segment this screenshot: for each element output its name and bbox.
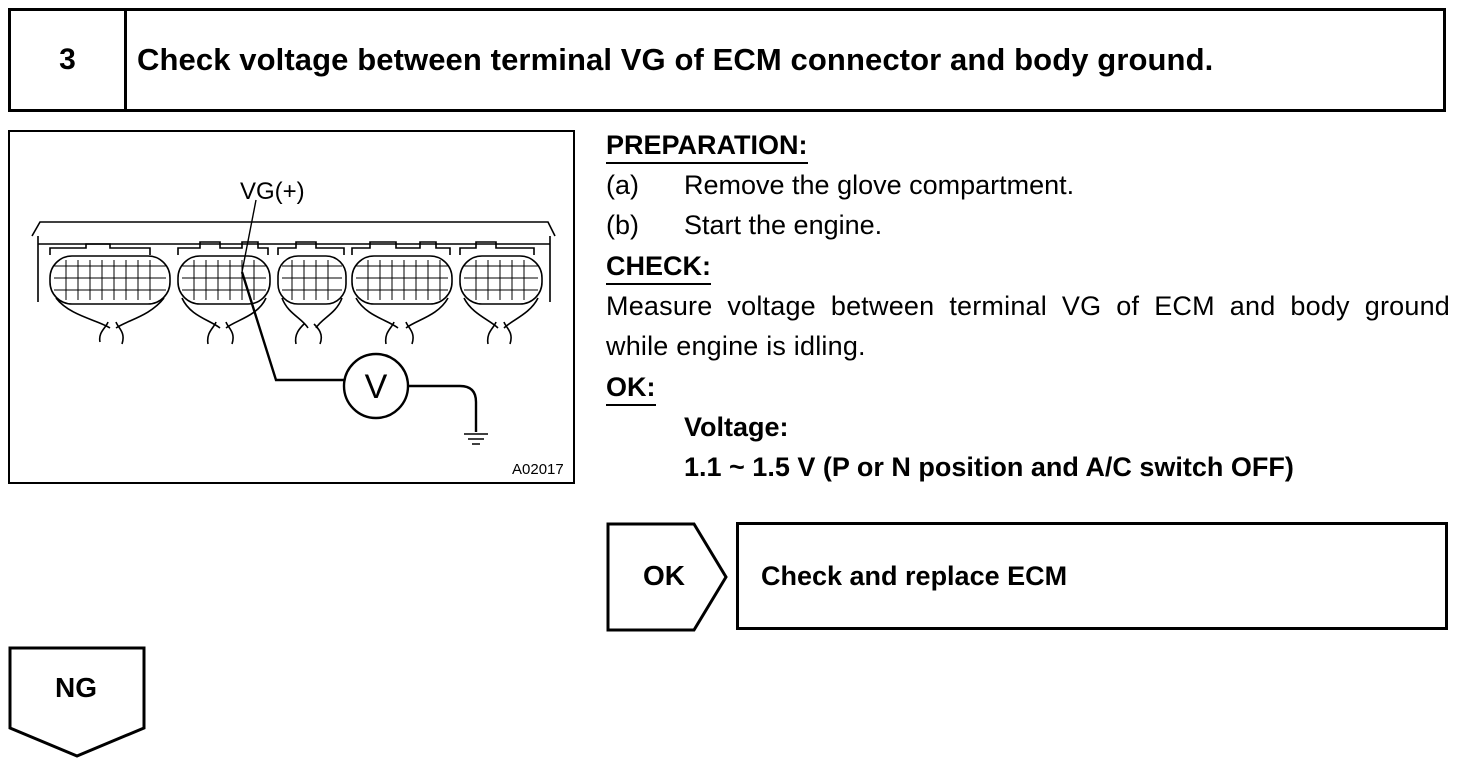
step-title: Check voltage between terminal VG of ECM… [137,42,1214,77]
check-heading: CHECK: [606,249,711,285]
ok-heading: OK: [606,370,656,406]
connector-housing-sides [37,236,551,302]
connector-block-3 [277,241,347,345]
preparation-step-a: (a) Remove the glove compartment. [606,165,1450,205]
step-a-text: Remove the glove compartment. [684,170,1075,200]
step-b-text: Start the engine. [684,210,883,240]
connector-block-2 [177,241,271,345]
ng-result-label: NG [55,672,97,703]
figure-code: A02017 [512,461,564,478]
positive-probe-lead [240,271,344,382]
preparation-step-b: (b) Start the engine. [606,205,1450,245]
ok-spec-value: 1.1 ~ 1.5 V (P or N position and A/C swi… [684,452,1294,482]
ok-result-label: OK [643,560,685,591]
step-number: 3 [11,11,127,109]
ok-action-box: Check and replace ECM [736,522,1448,630]
voltmeter-label: V [365,368,388,406]
preparation-heading: PREPARATION: [606,128,808,164]
ok-action-text: Check and replace ECM [761,560,1068,591]
vg-terminal-label: VG(+) [240,178,305,205]
connector-housing-top [31,221,556,237]
ok-arrow-shape [606,522,728,632]
ground-icon [464,433,488,445]
ecm-connector-diagram: VG(+) V A02017 [31,178,564,478]
check-text: Measure voltage between terminal VG of E… [606,291,1450,361]
connector-block-1 [49,243,171,345]
step-header: 3 Check voltage between terminal VG of E… [8,8,1446,112]
ecm-connector-figure: VG(+) V A02017 [8,130,575,484]
ok-spec-label: Voltage: [684,412,789,442]
ng-arrow-shape [8,646,146,758]
vg-leader-line [241,199,257,273]
procedure-text: PREPARATION: (a) Remove the glove compart… [606,124,1450,487]
step-b-label: (b) [606,210,639,240]
connector-block-4 [351,241,453,345]
step-a-label: (a) [606,170,639,200]
connector-block-5 [459,241,543,345]
negative-probe-lead [408,384,478,432]
